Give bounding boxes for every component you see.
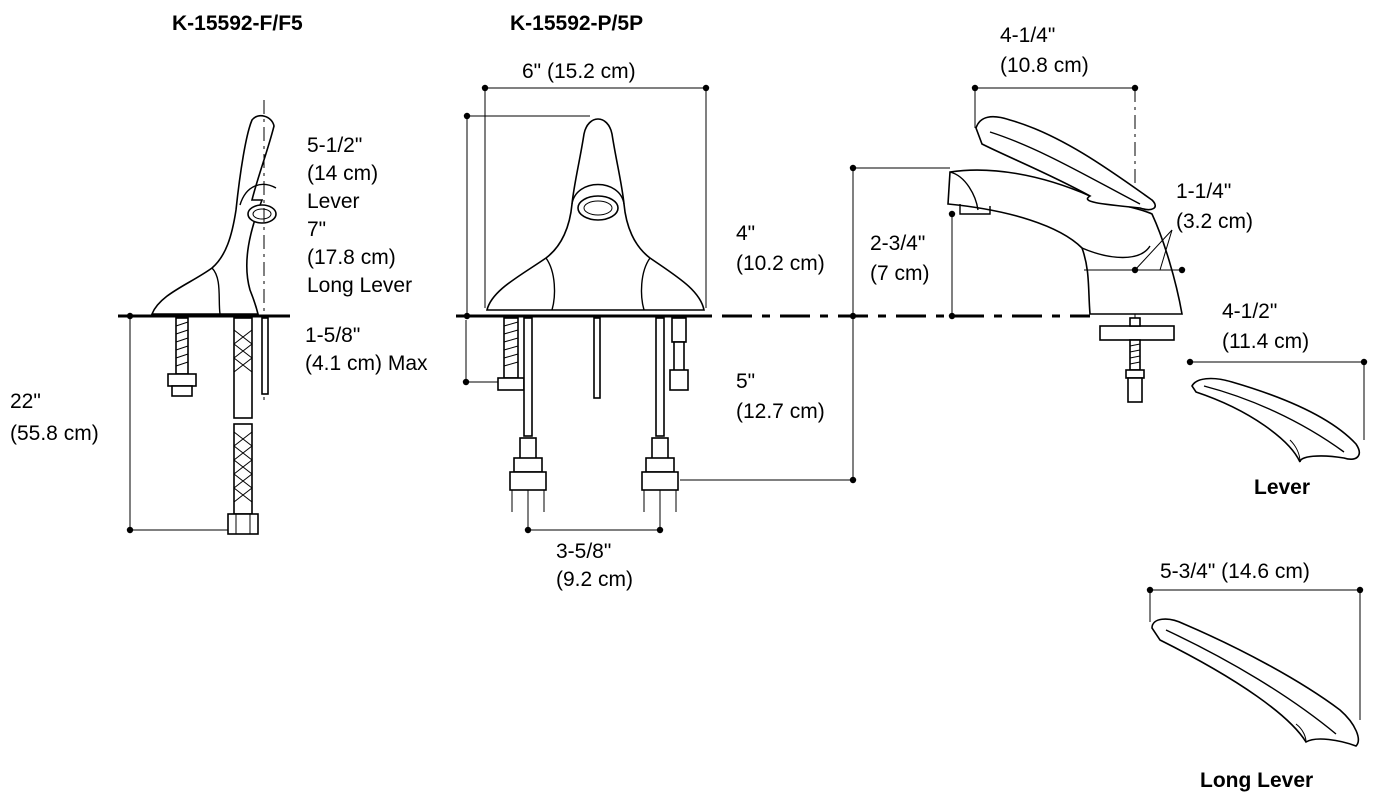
dim-total-height-metric: (55.8 cm) <box>10 422 99 445</box>
front-view-5p: K-15592-P/5P 6" (15.2 cm) 5-1/2" (14 cm)… <box>305 12 712 591</box>
dim-total-height: 22" <box>10 390 41 413</box>
dim-lever-label: Lever <box>307 190 360 213</box>
dim-base-offset-metric: (3.2 cm) <box>1176 210 1253 233</box>
dim-lever-length: 4-1/2" <box>1222 300 1277 323</box>
dim-spout-reach-metric: (10.8 cm) <box>1000 54 1089 77</box>
dim-spread-width: 6" (15.2 cm) <box>522 60 636 83</box>
dim-spout-outlet-metric: (7 cm) <box>870 262 930 285</box>
dim-below-deck-metric: (12.7 cm) <box>736 400 825 423</box>
caption-lever: Lever <box>1254 476 1310 499</box>
dim-spout-reach: 4-1/4" <box>1000 24 1055 47</box>
caption-long-lever: Long Lever <box>1200 769 1313 792</box>
dim-lever-height-metric: (14 cm) <box>307 162 378 185</box>
dim-lever-length-metric: (11.4 cm) <box>1222 330 1309 353</box>
model-label-left: K-15592-F/F5 <box>172 12 303 35</box>
dim-deck-thickness-metric: (4.1 cm) Max <box>305 352 428 375</box>
dim-below-deck: 5" <box>736 370 755 393</box>
dim-spout-height: 4" <box>736 222 755 245</box>
dim-long-lever-height-metric: (17.8 cm) <box>307 246 396 269</box>
side-view-spout: 4" (10.2 cm) 5" (12.7 cm) 4-1/4" (10.8 c… <box>680 24 1253 484</box>
dim-shank-spacing: 3-5/8" <box>556 540 611 563</box>
dim-long-lever-label: Long Lever <box>307 274 412 297</box>
long-lever-detail: 5-3/4" (14.6 cm) Long Lever <box>1146 560 1364 792</box>
dim-spout-height-metric: (10.2 cm) <box>736 252 825 275</box>
lever-detail: 4-1/2" (11.4 cm) Lever <box>1186 300 1368 499</box>
model-label-center: K-15592-P/5P <box>510 12 643 35</box>
dim-base-offset: 1-1/4" <box>1176 180 1231 203</box>
dim-deck-thickness: 1-5/8" <box>305 324 360 347</box>
dim-spout-outlet: 2-3/4" <box>870 232 925 255</box>
dim-shank-spacing-metric: (9.2 cm) <box>556 568 633 591</box>
side-view-f5: K-15592-F/F5 22" (55.8 cm) <box>10 12 303 535</box>
dim-lever-height: 5-1/2" <box>307 134 362 157</box>
dim-long-lever-height: 7" <box>307 218 326 241</box>
dim-long-lever-length: 5-3/4" (14.6 cm) <box>1160 560 1310 583</box>
